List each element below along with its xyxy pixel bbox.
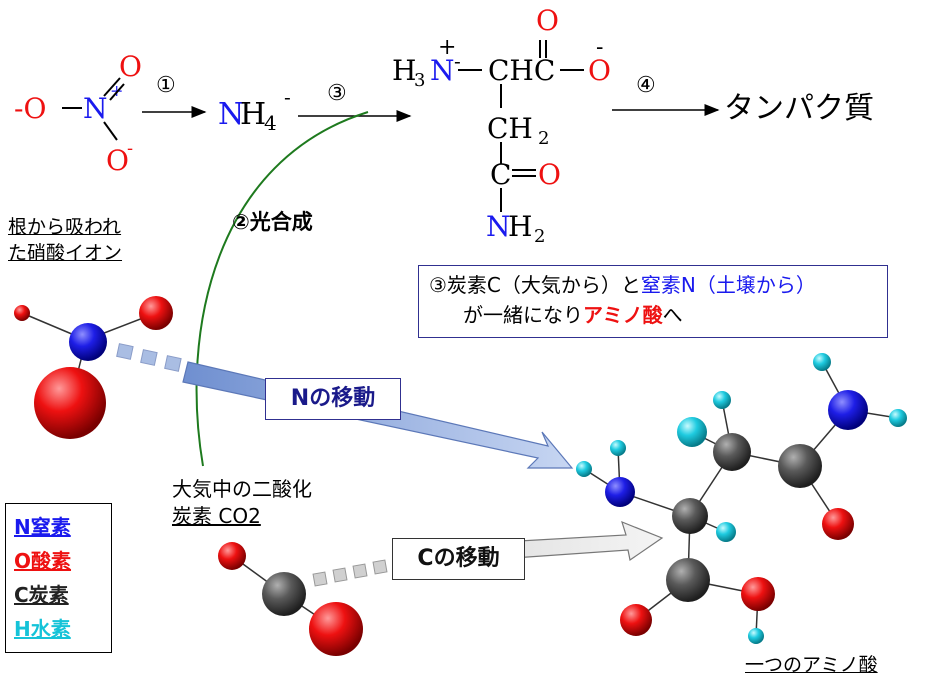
amino-nh2-sub: 2: [534, 226, 545, 247]
amino-o-top: O: [536, 4, 559, 37]
co2-atom-c: [262, 572, 306, 616]
amino-h3: H: [392, 54, 416, 87]
amino-h3-sub: 3: [414, 70, 425, 91]
amino-atom-h: [813, 353, 831, 371]
amino-ch: CHC: [488, 54, 555, 87]
amino-ch2-sub: 2: [538, 128, 549, 149]
amino-atom-o: [741, 577, 775, 611]
amino-atom-h: [889, 409, 907, 427]
amino-atom-c: [666, 558, 710, 602]
amino-atom-h: [716, 522, 736, 542]
co2-3d-model: [218, 542, 363, 656]
amino-atom-n: [828, 390, 868, 430]
nitrate-o-bottom: O: [106, 144, 129, 177]
co2-label: 大気中の二酸化 炭素 CO2: [172, 476, 312, 530]
amino-atom-h: [748, 628, 764, 644]
amino-atom-o: [620, 604, 652, 636]
ammonium-h: H: [240, 97, 266, 132]
co2-atom-o: [218, 542, 246, 570]
nitrate-o-bottom-charge: -: [127, 138, 133, 159]
co2-label-line1: 大気中の二酸化: [172, 477, 312, 501]
legend-hydrogen: H水素: [14, 617, 71, 641]
amino-atom-h: [610, 440, 626, 456]
nitrate-formula: -O N + O O -: [14, 50, 142, 177]
legend-nitrogen: N窒素: [14, 515, 71, 539]
nitrate-o-top: O: [119, 50, 142, 83]
info-line2-suffix: へ: [662, 303, 683, 327]
step3-label: ③: [327, 81, 347, 106]
root-label-line1: 根から吸われ: [8, 216, 122, 238]
amino-atom-h: [576, 461, 592, 477]
ammonium-sub: 4: [264, 111, 277, 135]
n-move-label: Nの移動: [265, 378, 401, 420]
amino-n-charge: +: [438, 35, 456, 60]
amino-atom-h: [677, 417, 707, 447]
nitrate-3d-model: [14, 296, 173, 439]
info-line2-prefix: が一緒になり: [463, 303, 583, 327]
amino-n-charge-right: -: [454, 49, 461, 73]
photosynthesis-curve: [195, 111, 369, 467]
root-label: 根から吸われ た硝酸イオン: [8, 214, 122, 266]
amino-atom-c: [672, 498, 708, 534]
co2-atom-o: [309, 602, 363, 656]
c-move-label: Cの移動: [392, 538, 525, 580]
info-prefix: ③炭素C（大気から）と: [429, 273, 641, 297]
amino-o-right: O: [588, 54, 611, 87]
amino-c: C: [490, 158, 511, 191]
co2-label-line2: 炭素 CO2: [172, 504, 261, 528]
amino-atom-n: [605, 477, 635, 507]
legend-oxygen: O酸素: [14, 549, 72, 573]
step1-label: ①: [156, 73, 176, 98]
amino-ch2: CH: [487, 112, 533, 145]
ammonium-charge: -: [284, 85, 291, 109]
step4-label: ④: [636, 73, 656, 98]
amino-atom-c: [713, 433, 751, 471]
amino-acid-3d-model: [576, 353, 907, 644]
photosynthesis-label: ②光合成: [232, 210, 313, 234]
nitrate-atom-o: [139, 296, 173, 330]
protein-label: タンパク質: [724, 91, 874, 126]
amino-atom-c: [778, 444, 822, 488]
info-amino-acid: アミノ酸: [583, 303, 663, 327]
nitrate-atom-n: [69, 323, 107, 361]
amino-nh2-h: H: [508, 210, 532, 243]
amino-formula: H 3 N + - CHC O - O CH 2 C O N H 2: [392, 4, 611, 247]
amino-atom-o: [822, 508, 854, 540]
info-box: ③炭素C（大気から）と窒素N（土壌から） が一緒になりアミノ酸へ: [418, 265, 888, 338]
ammonium-formula: N H 4 -: [218, 85, 291, 135]
info-line2: が一緒になりアミノ酸へ: [429, 300, 877, 330]
amino-n: N: [430, 54, 455, 87]
nitrate-atom-o: [14, 305, 30, 321]
legend: N窒素 O酸素 C炭素 H水素: [5, 503, 112, 653]
root-label-line2: た硝酸イオン: [8, 242, 123, 264]
nitrate-o-left: -O: [14, 92, 46, 125]
amino-o-right-charge: -: [596, 35, 603, 60]
amino-atom-h: [713, 391, 731, 409]
legend-carbon: C炭素: [14, 583, 69, 607]
nitrate-n: N: [83, 92, 108, 125]
one-amino-acid-label: 一つのアミノ酸: [745, 654, 878, 676]
nitrate-atom-o: [34, 367, 106, 439]
info-line1: ③炭素C（大気から）と窒素N（土壌から）: [429, 270, 877, 300]
amino-nh2-n: N: [486, 210, 511, 243]
ammonium-n: N: [218, 97, 244, 132]
amino-o-side: O: [538, 158, 561, 191]
info-nitrogen: 窒素N（土壌から）: [640, 273, 816, 297]
